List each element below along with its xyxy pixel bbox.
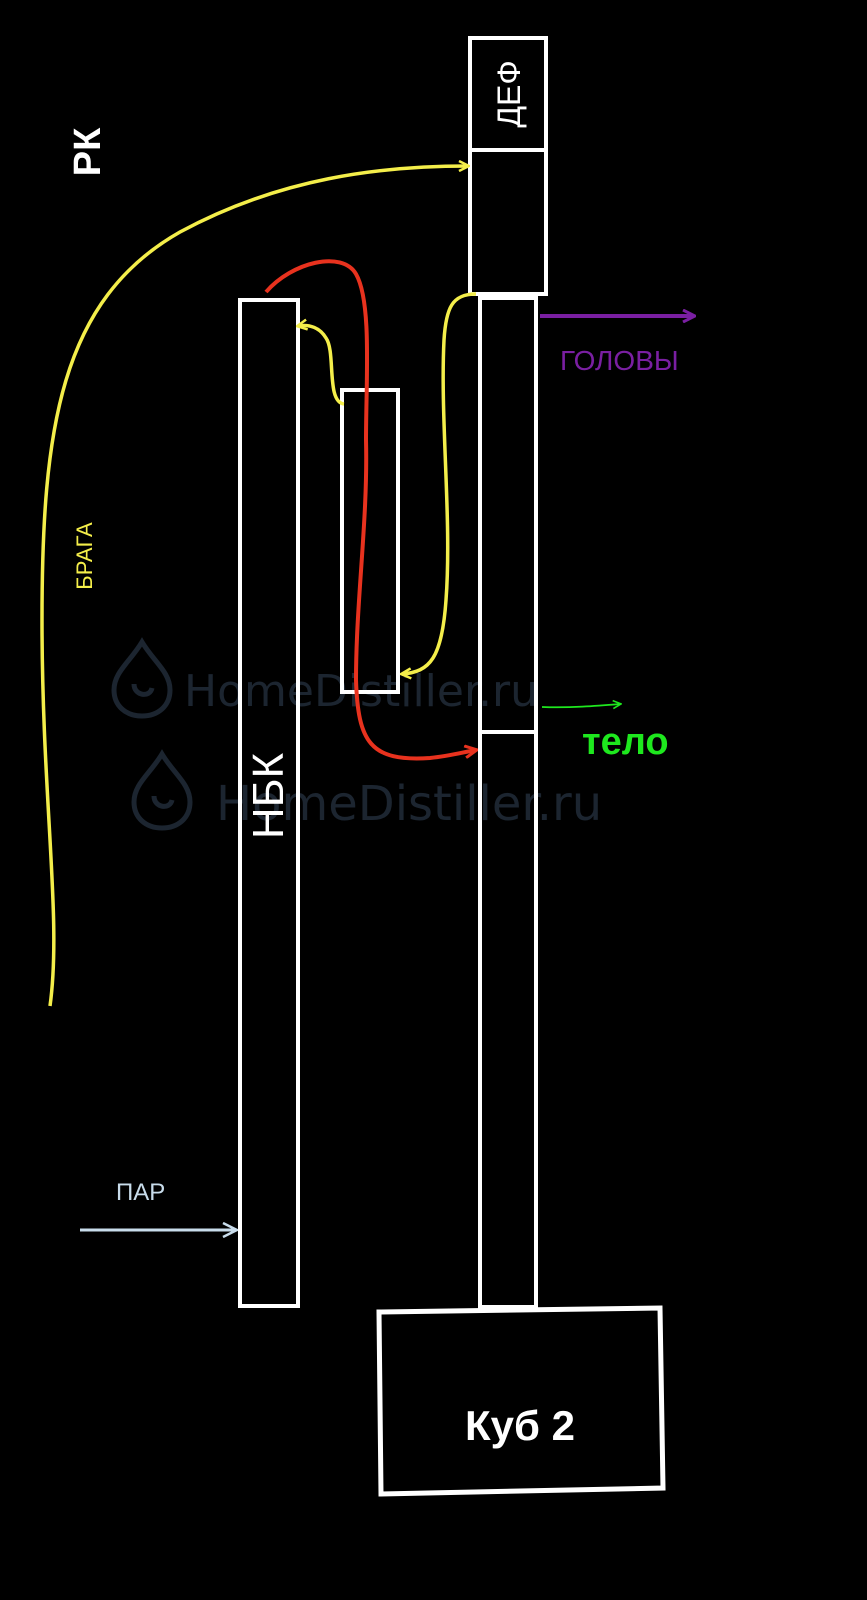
heat-exchanger-to-nbk-line <box>298 326 345 406</box>
dephlegmator-label: ДЕФ <box>491 60 527 127</box>
vapor-flow-line <box>264 259 476 761</box>
watermark-top: HomeDistiller.ru <box>111 637 538 719</box>
braga-label: БРАГА <box>72 522 97 590</box>
kub-box <box>376 1305 666 1497</box>
reflux-to-heat-exchanger-line <box>402 292 477 674</box>
golovy-label: ГОЛОВЫ <box>560 345 679 376</box>
reflux-condenser-box <box>468 148 548 296</box>
telo-arrow <box>541 704 620 707</box>
telo-label: тело <box>582 721 669 763</box>
column-lower-section <box>478 730 538 1309</box>
nbk-label: НБК <box>244 752 293 839</box>
braga-flow-line <box>40 166 468 1007</box>
rk-label: РК <box>67 127 109 176</box>
par-label: ПАР <box>116 1179 165 1206</box>
nbk-column <box>238 298 300 1308</box>
droplet-icon <box>111 637 173 719</box>
watermark-bottom: HomeDistiller.ru <box>131 749 602 832</box>
droplet-icon <box>131 749 193 831</box>
kub-label: Куб 2 <box>465 1402 575 1449</box>
heat-exchanger-box <box>340 388 400 694</box>
